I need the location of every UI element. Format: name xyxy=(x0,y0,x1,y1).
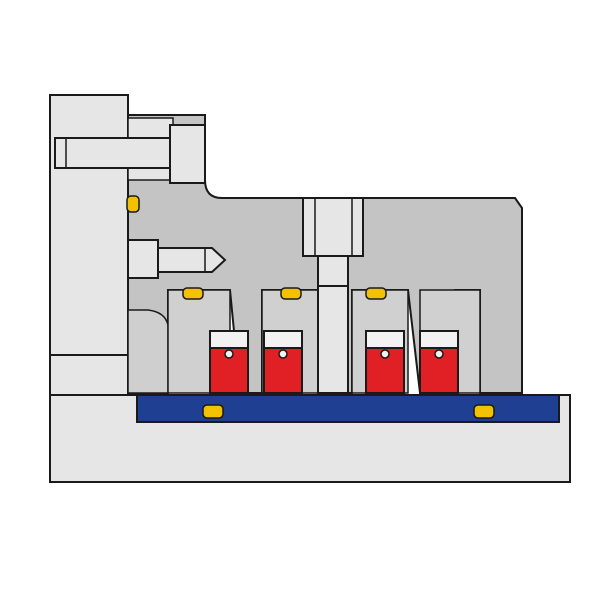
upper-bolt-head xyxy=(169,124,206,184)
spring-1-cap xyxy=(209,330,249,349)
spring-1-pin xyxy=(224,349,234,359)
spring-2-pin xyxy=(278,349,288,359)
springs xyxy=(209,330,459,394)
drive-pin-shank xyxy=(317,285,349,394)
spring-4-pin xyxy=(434,349,444,359)
spring-3-cap xyxy=(365,330,405,349)
spring-pins xyxy=(224,349,444,359)
upper-bolt-shank xyxy=(54,137,174,169)
drive-pin-head xyxy=(302,197,364,257)
oring-pocket-3 xyxy=(365,287,387,300)
set-screw-body xyxy=(157,247,227,273)
spring-4 xyxy=(419,347,459,394)
drive-pin xyxy=(302,197,364,394)
upper-bolt xyxy=(54,124,206,184)
oring-pocket-2 xyxy=(280,287,302,300)
set-screw xyxy=(127,239,227,279)
oring-gland-left xyxy=(126,195,140,213)
oring-sleeve-left xyxy=(202,404,224,419)
spring-4-cap xyxy=(419,330,459,349)
housing-upper-wall xyxy=(49,94,129,356)
oring-sleeve-right xyxy=(473,404,495,419)
spring-3-pin xyxy=(380,349,390,359)
orings xyxy=(126,195,495,419)
shaft-sleeve xyxy=(136,394,560,423)
gland-lower-step xyxy=(127,309,169,394)
set-screw-head xyxy=(127,239,159,279)
oring-pocket-1 xyxy=(182,287,204,300)
housing-lower-wall xyxy=(49,354,129,396)
spring-2-cap xyxy=(263,330,303,349)
drive-pin-neck xyxy=(317,255,349,287)
